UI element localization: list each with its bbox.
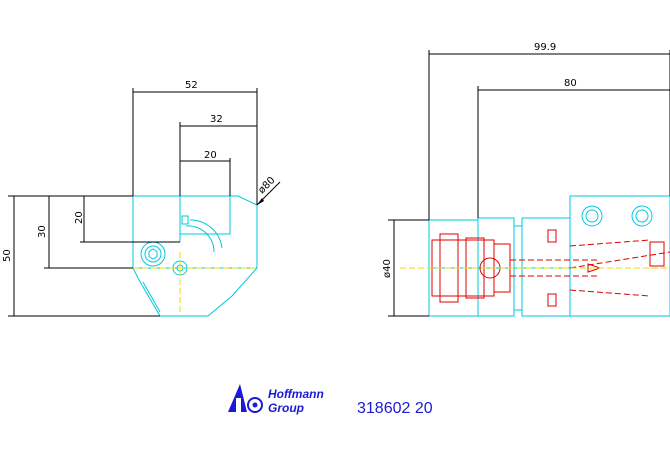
left-body-outline bbox=[132, 195, 258, 317]
dim-20-top-label: 20 bbox=[204, 150, 217, 161]
dim-phi40-label: ø40 bbox=[382, 259, 393, 278]
right-screws bbox=[581, 205, 653, 227]
logo-brand-line2: Group bbox=[268, 401, 304, 415]
dim-20-left: 20 bbox=[74, 195, 180, 243]
dim-32: 32 bbox=[179, 114, 257, 196]
dim-30: 30 bbox=[37, 196, 133, 269]
right-body-outline bbox=[428, 195, 670, 317]
dim-20-top: 20 bbox=[180, 150, 231, 196]
logo-brand-line1: Hoffmann bbox=[268, 387, 324, 401]
dim-80-label: 80 bbox=[564, 78, 577, 89]
dim-50-label: 50 bbox=[2, 249, 13, 262]
hoffmann-group-logo: Hoffmann Group bbox=[228, 384, 324, 415]
left-view: 52 32 20 ø80 20 30 bbox=[2, 80, 281, 317]
dim-52-label: 52 bbox=[185, 80, 198, 91]
dim-80: 80 bbox=[477, 78, 670, 218]
dim-99-9: 99.9 bbox=[428, 42, 670, 220]
dim-32-label: 32 bbox=[210, 114, 223, 125]
hoffmann-logo-mark-icon bbox=[228, 384, 263, 413]
dim-99-9-label: 99.9 bbox=[534, 42, 556, 53]
dim-20-left-label: 20 bbox=[74, 211, 85, 224]
left-centerlines bbox=[133, 252, 257, 316]
right-view: 99.9 80 ø40 bbox=[382, 42, 670, 317]
dim-phi40: ø40 bbox=[382, 219, 429, 317]
dim-30-label: 30 bbox=[37, 225, 48, 238]
dim-phi80: ø80 bbox=[256, 175, 281, 206]
dim-50: 50 bbox=[2, 195, 160, 317]
left-screw-large bbox=[140, 241, 166, 267]
dim-phi80-label: ø80 bbox=[256, 175, 277, 196]
part-number: 318602 20 bbox=[357, 400, 433, 417]
dim-52: 52 bbox=[132, 80, 258, 205]
